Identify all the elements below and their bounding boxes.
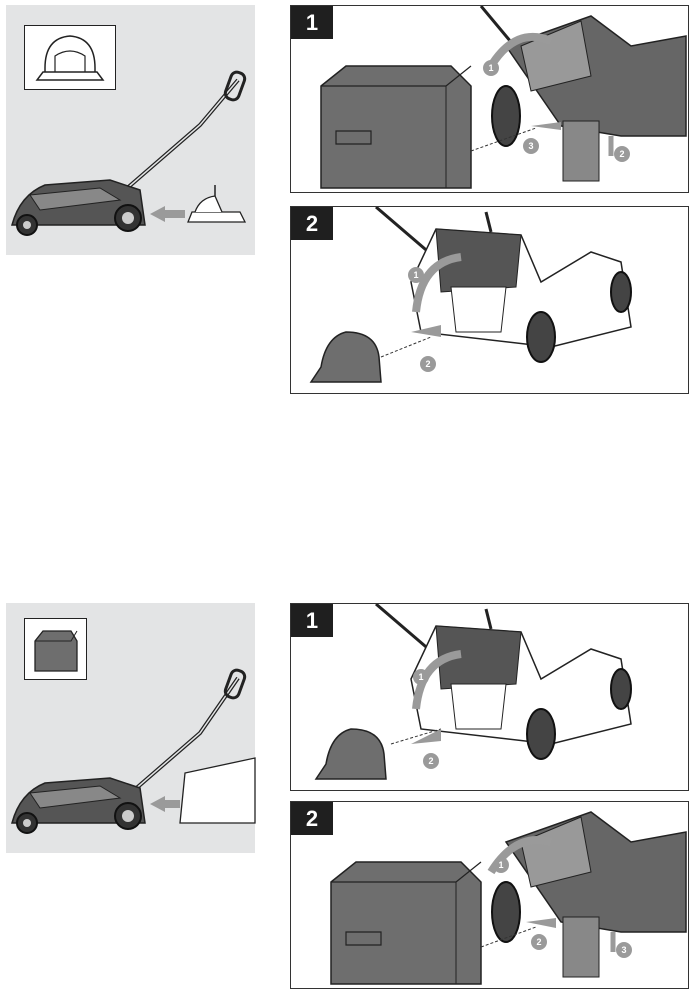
mulching-plug-thumbnail (24, 25, 116, 90)
step-marker-2: 2 (425, 359, 430, 369)
step-marker-2: 2 (428, 756, 433, 766)
step-marker-2: 2 (536, 937, 541, 947)
mulching-plug-icon (35, 35, 105, 81)
step-number-badge: 1 (291, 604, 333, 637)
step-marker-3: 3 (621, 945, 626, 955)
bottom-step-2-panel: 2 1 2 3 (290, 801, 689, 989)
top-step-1-panel: 1 1 2 3 (290, 5, 689, 193)
step-marker-2: 2 (619, 149, 624, 159)
mower-overview-illustration-top (11, 70, 247, 236)
remove-grass-bag-illustration: 1 2 3 (320, 6, 687, 189)
step-number-badge: 2 (291, 802, 333, 835)
step-marker-1: 1 (413, 270, 418, 280)
top-step-2-panel: 2 1 2 (290, 206, 689, 394)
remove-mulching-plug-illustration: 1 2 (314, 604, 632, 780)
step-number-badge: 2 (291, 207, 333, 240)
grass-bag-thumbnail (24, 618, 87, 680)
bottom-step-1-panel: 1 1 2 (290, 603, 689, 791)
step-marker-1: 1 (488, 63, 493, 73)
step-marker-1: 1 (498, 860, 503, 870)
step-number-badge: 1 (291, 6, 333, 39)
insert-mulching-plug-illustration: 1 2 (309, 207, 632, 383)
mower-overview-illustration-bottom (11, 668, 256, 834)
grass-bag-icon (34, 630, 78, 672)
step-marker-3: 3 (528, 141, 533, 151)
attach-grass-bag-illustration: 1 2 3 (330, 811, 687, 985)
step-marker-1: 1 (418, 672, 423, 682)
